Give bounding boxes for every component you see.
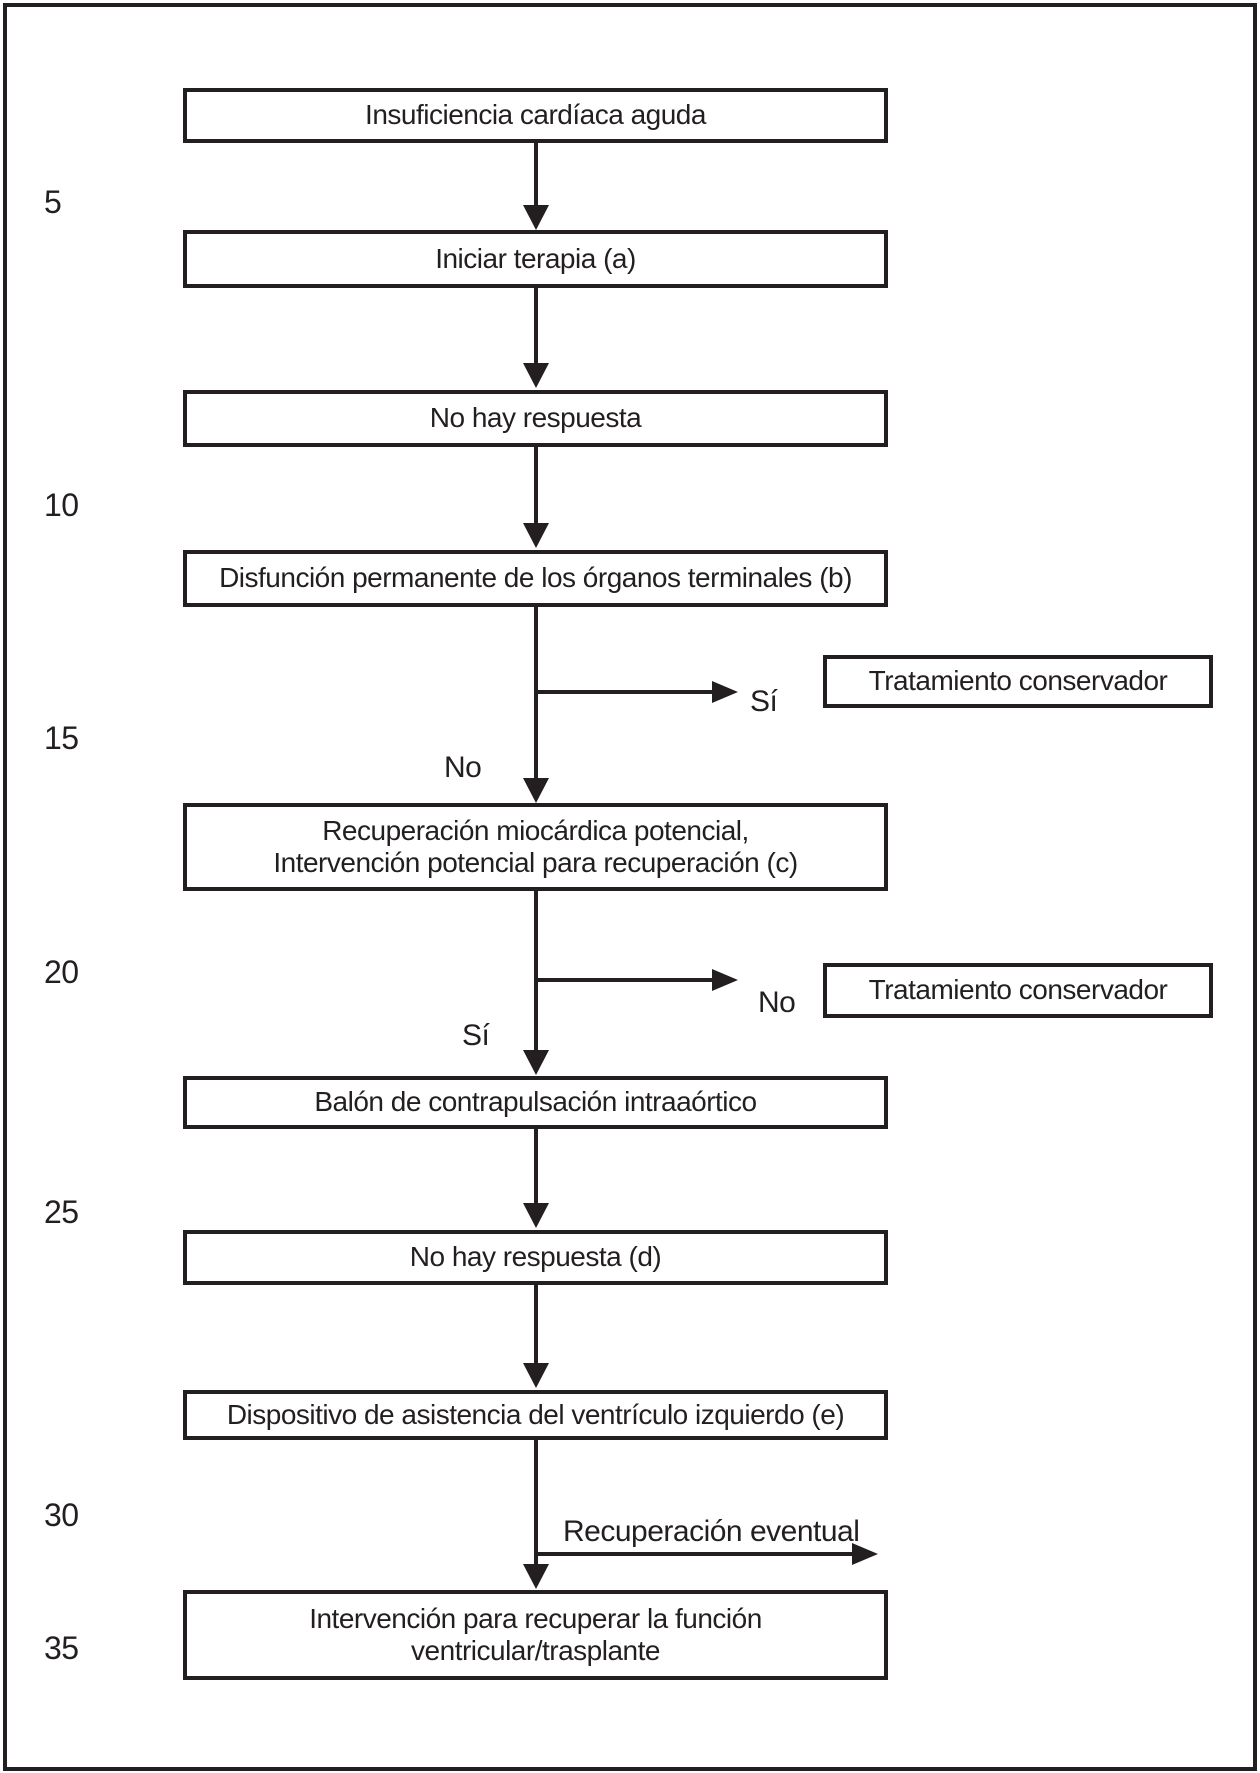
flow-box-label-line2: ventricular/trasplante [411,1635,660,1666]
arrow-right-icon [712,969,738,991]
flow-box-label: Iniciar terapia (a) [435,242,636,274]
branch1-no-label: No [444,751,482,784]
eventual-recovery-label: Recuperación eventual [563,1515,860,1548]
margin-line-number-35: 35 [44,1630,79,1666]
flow-box-label-line1: Recuperación miocárdica potencial, [322,814,749,846]
flow-box-label: Dispositivo de asistencia del ventrículo… [226,1398,845,1430]
margin-line-number-25: 25 [44,1194,79,1230]
margin-line-number-20: 20 [44,954,79,990]
branch1-yes-label: Sí [750,685,778,718]
flow-box-start-therapy: Iniciar terapia (a) [183,230,888,288]
arrow-down-icon [523,205,549,230]
connector-line [534,288,538,363]
arrow-down-icon [523,1203,549,1228]
margin-line-number-15: 15 [44,720,79,756]
arrow-down-icon [523,778,549,803]
flow-box-label-line1: Intervención para recuperar la función [309,1602,762,1634]
side-box-label: Tratamiento conservador [868,665,1168,697]
figure-border-frame [3,3,1257,1771]
connector-line [534,143,538,205]
branch-line [534,1552,852,1556]
flow-box-intra-aortic-balloon: Balón de contrapulsación intraaórtico [183,1076,888,1129]
flow-box-lvad: Dispositivo de asistencia del ventrículo… [183,1390,888,1440]
flow-box-acute-heart-failure: Insuficiencia cardíaca aguda [183,88,888,143]
connector-line [534,1285,538,1363]
flow-box-label: No hay respuesta [429,402,642,434]
flow-box-intervention-transplant: Intervención para recuperar la función v… [183,1590,888,1680]
margin-line-number-30: 30 [44,1497,79,1533]
flow-box-label: Insuficiencia cardíaca aguda [365,99,706,131]
arrow-down-icon [523,523,549,548]
connector-line [534,1440,538,1564]
margin-line-number-5: 5 [44,184,62,220]
flow-box-potential-recovery: Recuperación miocárdica potencial, Inter… [183,803,888,891]
flow-box-label: Balón de contrapulsación intraaórtico [314,1086,757,1118]
flow-box-label: Disfunción permanente de los órganos ter… [219,562,852,594]
branch-line [534,690,712,694]
margin-line-number-10: 10 [44,487,79,523]
flow-box-end-organ-dysfunction: Disfunción permanente de los órganos ter… [183,550,888,607]
arrow-down-icon [523,1050,549,1075]
branch2-no-label: No [758,986,796,1019]
arrow-down-icon [523,363,549,388]
arrow-right-icon [852,1543,878,1565]
connector-line [534,1129,538,1203]
arrow-down-icon [523,1363,549,1388]
connector-line [534,447,538,523]
flow-box-no-response-2: No hay respuesta (d) [183,1230,888,1285]
connector-line [534,891,538,1050]
arrow-down-icon [523,1564,549,1589]
flow-box-label: No hay respuesta (d) [409,1241,662,1273]
side-box-conservative-treatment-2: Tratamiento conservador [823,963,1213,1018]
side-box-label: Tratamiento conservador [868,974,1168,1006]
flow-box-no-response-1: No hay respuesta [183,390,888,447]
branch-line [534,978,712,982]
branch2-yes-label: Sí [462,1019,490,1052]
flow-box-label-line2: Intervención potencial para recuperación… [273,847,798,878]
arrow-right-icon [712,681,738,703]
side-box-conservative-treatment-1: Tratamiento conservador [823,655,1213,708]
